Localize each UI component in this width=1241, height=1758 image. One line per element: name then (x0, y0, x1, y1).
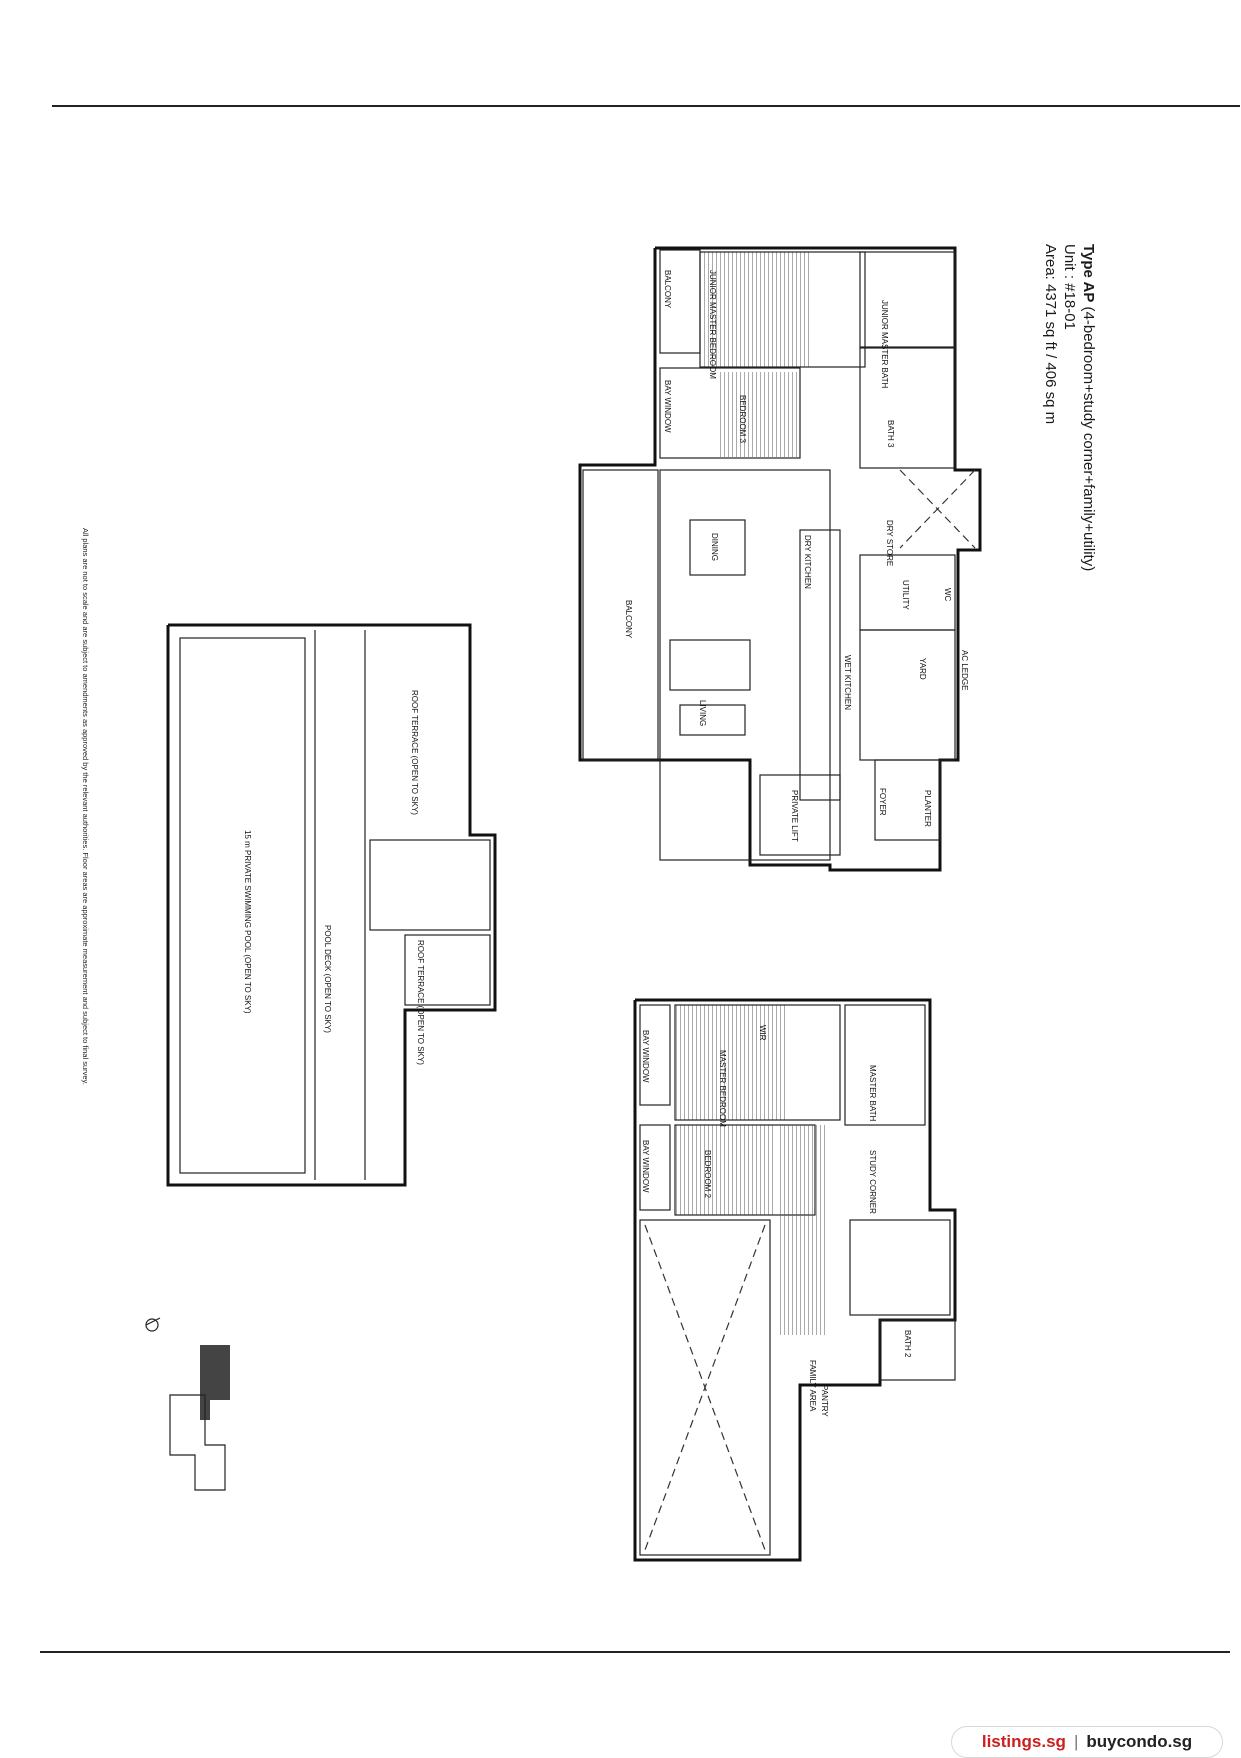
room-label-pantry: PANTRY (820, 1385, 829, 1417)
room-label-yard: YARD (918, 658, 927, 680)
room-label-dry-kitchen: DRY KITCHEN (803, 535, 812, 589)
room-label-dining: DINING (710, 533, 719, 561)
room-label-ac-ledge: AC LEDGE (960, 650, 969, 690)
room-label-pool: 15 m PRIVATE SWIMMING POOL (OPEN TO SKY) (243, 830, 252, 1014)
room-label-jmb: JUNIOR MASTER BEDROOM (708, 270, 717, 379)
room-label-wc: WC (943, 588, 952, 602)
room-label-jm-bath: JUNIOR MASTER BATH (880, 300, 889, 389)
room-label-bay-window-3: BAY WINDOW (641, 1140, 650, 1193)
room-label-bay-window-2: BAY WINDOW (641, 1030, 650, 1083)
upper-level-plan: BAY WINDOW WIR MASTER BEDROOM MASTER BAT… (633, 998, 957, 1562)
room-label-bath3: BATH 3 (886, 420, 895, 448)
room-label-family-area: FAMILY AREA (808, 1360, 817, 1412)
room-label-wet-kitchen: WET KITCHEN (843, 655, 852, 710)
bottom-rule (40, 1651, 1230, 1653)
room-label-pool-deck: POOL DECK (OPEN TO SKY) (323, 925, 332, 1033)
room-label-study-corner: STUDY CORNER (868, 1150, 877, 1214)
footer-separator: | (1073, 1732, 1079, 1751)
brand-link-listings[interactable]: listings.sg (981, 1732, 1066, 1751)
room-label-bath2: BATH 2 (903, 1330, 912, 1358)
room-label-balcony-1: BALCONY (663, 270, 672, 309)
room-label-bay-window-1: BAY WINDOW (663, 380, 672, 433)
top-rule (52, 105, 1240, 107)
room-label-living: LIVING (698, 700, 707, 726)
room-label-planter: PLANTER (923, 790, 932, 827)
room-label-foyer: FOYER (878, 788, 887, 816)
key-plan (145, 1317, 230, 1491)
room-label-master-bath: MASTER BATH (868, 1065, 877, 1122)
room-label-store: DRY STORE (885, 520, 894, 566)
brand-footer: listings.sg | buycondo.sg (951, 1726, 1223, 1758)
room-label-utility: UTILITY (901, 580, 910, 610)
room-label-private-lift: PRIVATE LIFT (790, 790, 799, 842)
room-label-bedroom2: BEDROOM 2 (703, 1150, 712, 1199)
brand-link-buycondo[interactable]: buycondo.sg (1086, 1732, 1193, 1751)
room-label-roof-terrace-2: ROOF TERRACE (OPEN TO SKY) (416, 940, 425, 1065)
lower-level-plan: JUNIOR MASTER BEDROOM JUNIOR MASTER BATH… (578, 246, 982, 872)
roof-level-plan: ROOF TERRACE (OPEN TO SKY) 15 m PRIVATE … (166, 623, 497, 1187)
room-label-balcony-2: BALCONY (624, 600, 633, 639)
room-label-roof-terrace-1: ROOF TERRACE (OPEN TO SKY) (410, 690, 419, 815)
room-label-bedroom3: BEDROOM 3 (738, 395, 747, 444)
room-label-wir: WIR (758, 1025, 767, 1041)
room-label-master-bedroom: MASTER BEDROOM (718, 1050, 727, 1127)
